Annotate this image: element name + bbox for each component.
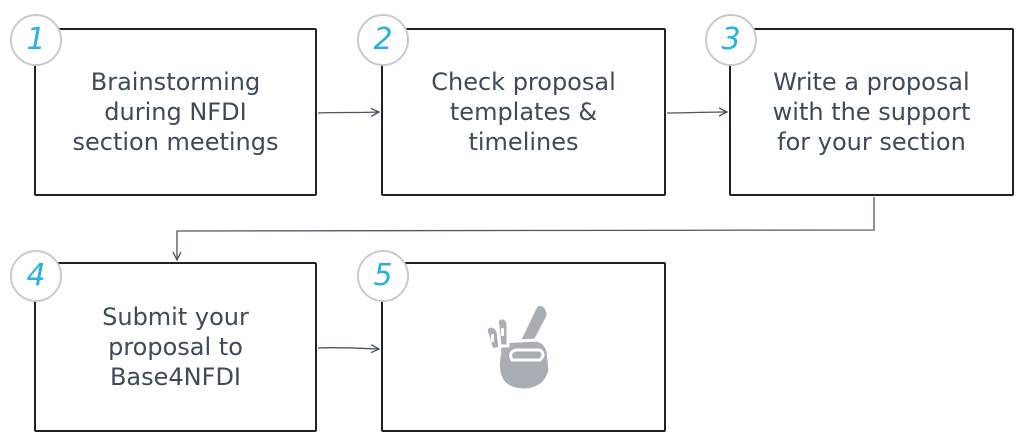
step-3-box: Write a proposal with the support for yo… bbox=[729, 28, 1014, 196]
step-1-text: Brainstorming during NFDI section meetin… bbox=[72, 68, 279, 156]
step-4-number-badge: 4 bbox=[10, 250, 62, 302]
step-2-text: Check proposal templates & timelines bbox=[431, 68, 616, 156]
step-2-box: Check proposal templates & timelines bbox=[381, 28, 666, 196]
step-1-box: Brainstorming during NFDI section meetin… bbox=[34, 28, 317, 196]
step-4-text: Submit your proposal to Base4NFDI bbox=[102, 303, 249, 391]
arrow-3-to-4 bbox=[177, 197, 875, 260]
step-2-number-badge: 2 bbox=[357, 14, 409, 66]
step-3-number-badge: 3 bbox=[705, 14, 757, 66]
arrow-2-to-3 bbox=[666, 112, 727, 113]
arrow-4-to-5 bbox=[317, 348, 379, 349]
fingers-crossed-icon bbox=[484, 302, 551, 392]
step-1-number-badge: 1 bbox=[10, 14, 62, 66]
arrow-1-to-2 bbox=[317, 112, 379, 113]
step-4-box: Submit your proposal to Base4NFDI bbox=[34, 262, 317, 432]
step-5-box bbox=[381, 262, 666, 432]
step-5-number-badge: 5 bbox=[357, 250, 409, 302]
step-3-text: Write a proposal with the support for yo… bbox=[772, 68, 971, 156]
